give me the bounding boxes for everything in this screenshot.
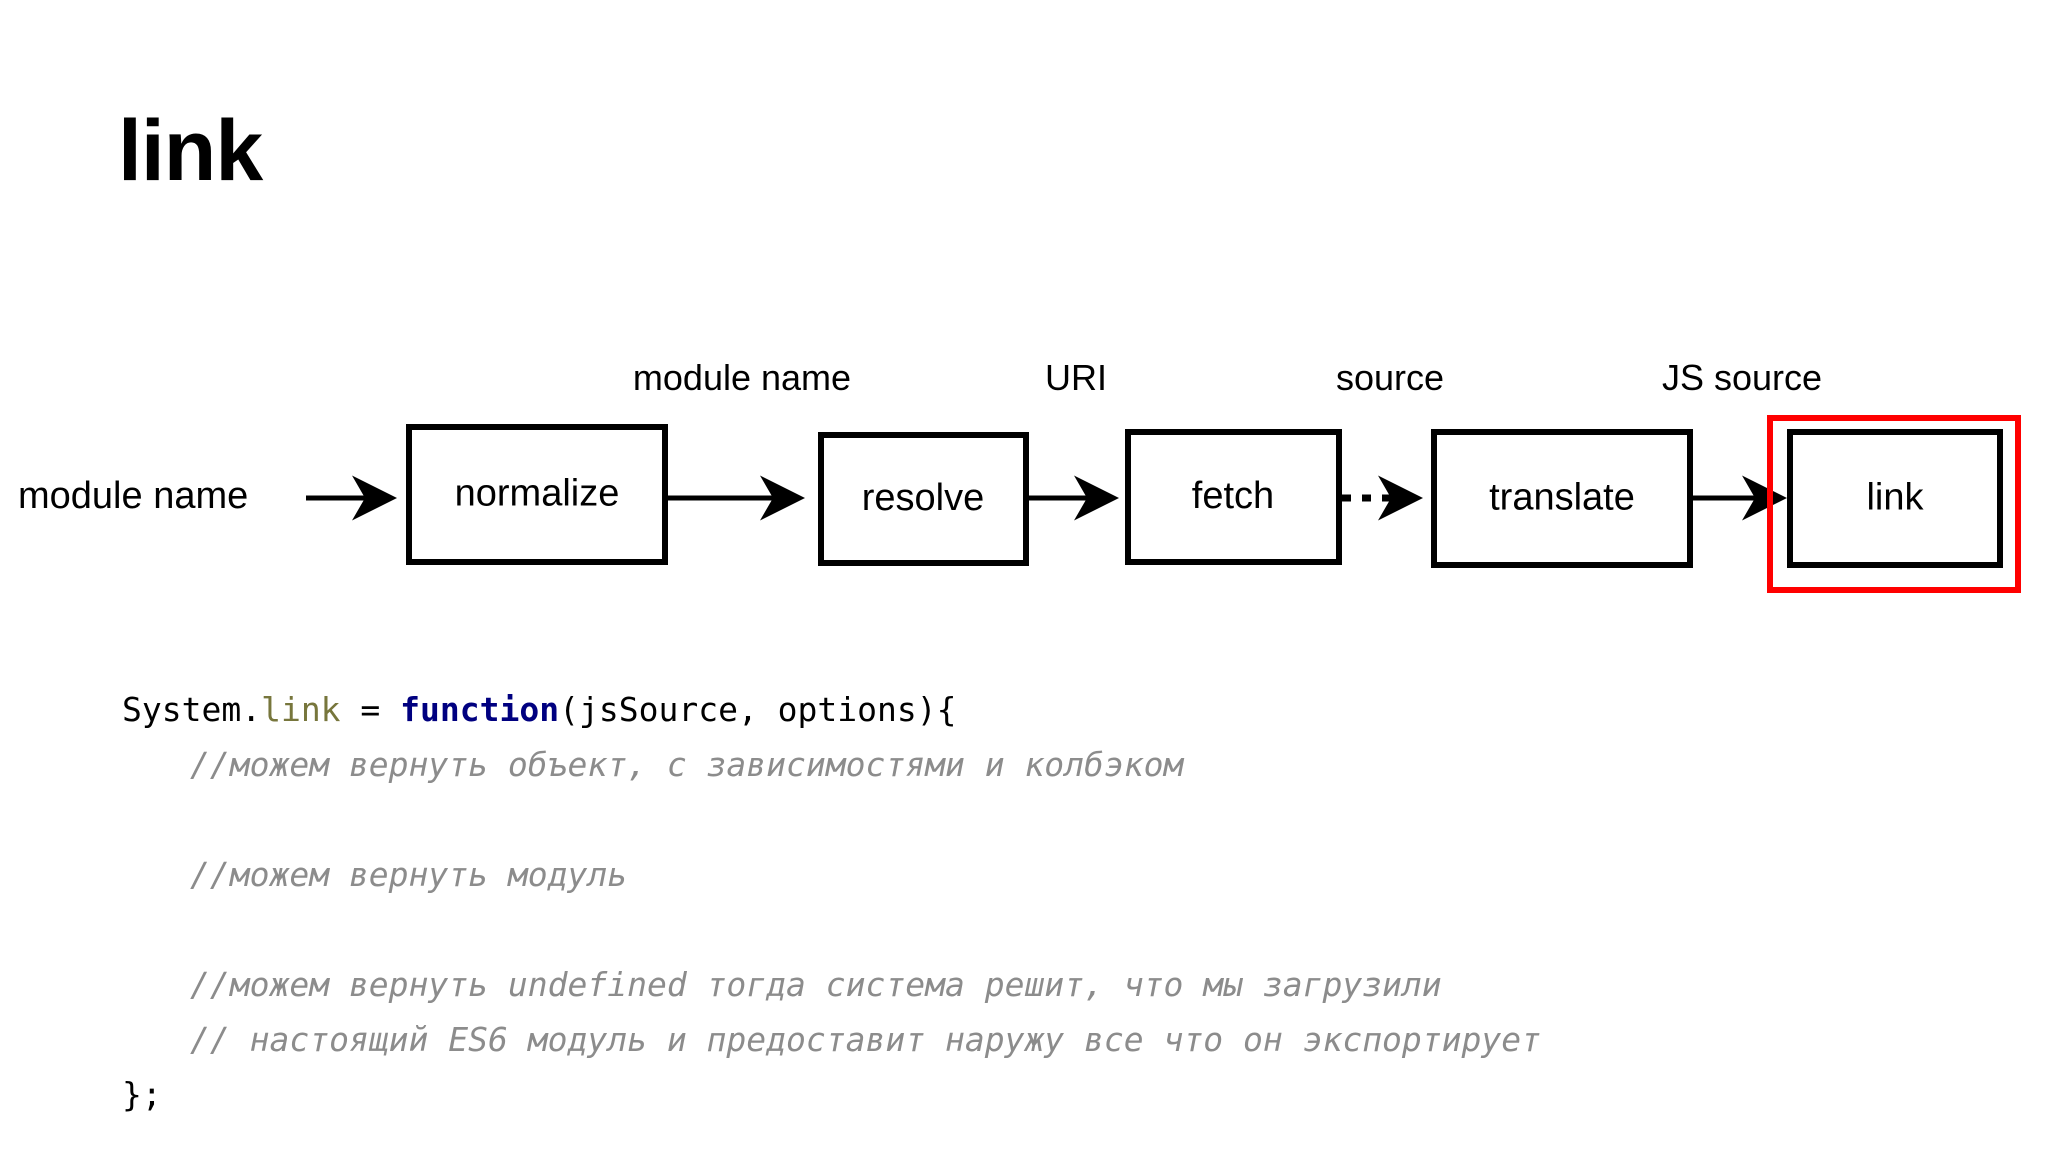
- code-token-comment: //можем вернуть объект, с зависимостями …: [190, 745, 1184, 784]
- code-token-comment: // настоящий ES6 модуль и предоставит на…: [190, 1020, 1542, 1059]
- edge-resolve-fetch: URI: [1028, 357, 1119, 521]
- edge-label-js-source: JS source: [1662, 357, 1822, 398]
- edge-label-uri: URI: [1045, 357, 1107, 398]
- code-line: [122, 792, 1541, 847]
- code-token-comment: //можем вернуть модуль: [190, 855, 628, 894]
- node-link[interactable]: link: [1767, 415, 2021, 593]
- code-line: //можем вернуть модуль: [122, 847, 1541, 902]
- node-translate-label: translate: [1489, 477, 1635, 519]
- code-line: // настоящий ES6 модуль и предоставит на…: [122, 1012, 1541, 1067]
- node-normalize-label: normalize: [455, 473, 620, 515]
- code-line: System.link = function(jsSource, options…: [122, 682, 1541, 737]
- edge-fetch-translate: source: [1336, 357, 1444, 521]
- node-translate[interactable]: translate: [1431, 429, 1693, 568]
- node-resolve[interactable]: resolve: [818, 432, 1029, 566]
- pipeline-diagram: module name normalize module name resolv…: [0, 356, 2048, 606]
- code-token-keyword: function: [400, 690, 560, 729]
- edge-label-module-name: module name: [633, 357, 851, 398]
- code-block: System.link = function(jsSource, options…: [122, 682, 1541, 1122]
- page-title: link: [118, 103, 263, 199]
- code-line: [122, 902, 1541, 957]
- node-fetch-label: fetch: [1192, 475, 1274, 517]
- code-line: //можем вернуть объект, с зависимостями …: [122, 737, 1541, 792]
- highlight-rect: [1767, 415, 2021, 593]
- node-fetch[interactable]: fetch: [1125, 429, 1342, 565]
- edge-translate-link: JS source: [1662, 357, 1822, 521]
- code-token-property: link: [261, 690, 341, 729]
- code-token-plain: };: [122, 1075, 162, 1114]
- node-normalize[interactable]: normalize: [406, 424, 668, 565]
- code-line: };: [122, 1067, 1541, 1122]
- edge-normalize-resolve: module name: [633, 357, 851, 521]
- code-token-plain: (jsSource, options){: [559, 690, 957, 729]
- code-line: //можем вернуть undefined тогда система …: [122, 957, 1541, 1012]
- node-resolve-label: resolve: [862, 477, 985, 519]
- code-token-plain: System.: [122, 690, 262, 729]
- diagram-input-label: module name: [18, 475, 248, 517]
- code-token-plain: =: [340, 690, 401, 729]
- edge-label-source: source: [1336, 357, 1444, 398]
- code-token-comment: //можем вернуть undefined тогда система …: [190, 965, 1442, 1004]
- node-link-label: link: [1866, 477, 1924, 519]
